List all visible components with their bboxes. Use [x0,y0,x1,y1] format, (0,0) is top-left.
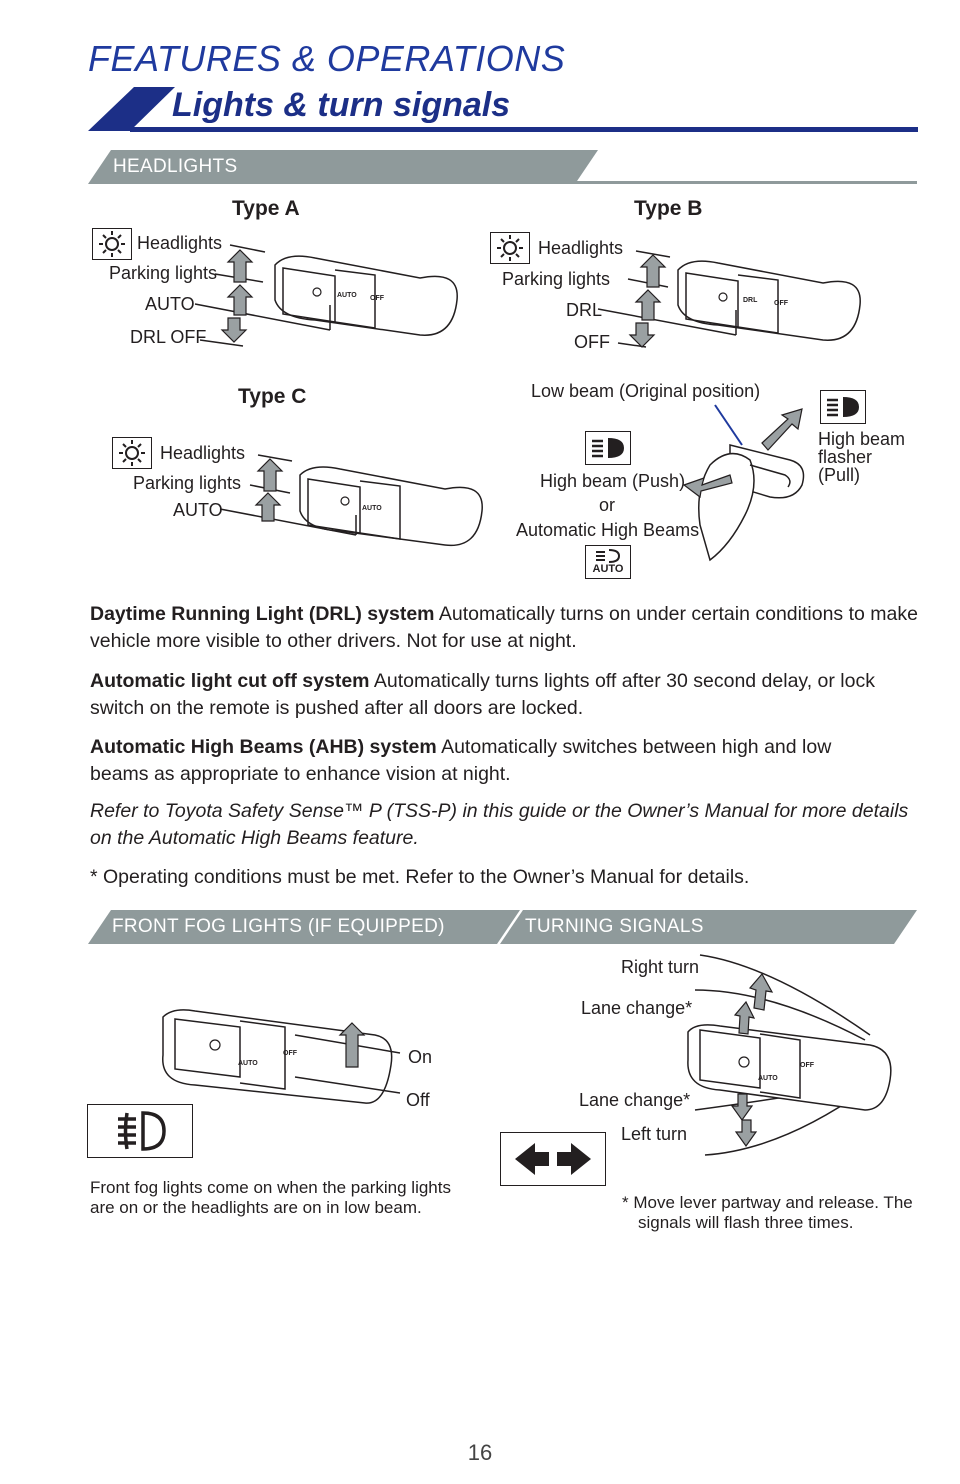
cutoff-description: Automatic light cut off system Automatic… [90,668,930,722]
type-b-headlights-label: Headlights [538,238,624,258]
type-a-headlights-label: Headlights [137,233,223,253]
fog-light-icon [87,1104,193,1158]
fog-off-label: Off [406,1090,430,1110]
cutoff-heading: Automatic light cut off system [90,670,370,692]
lane-change-up-label: Lane change* [581,998,693,1018]
section-title: FEATURES & OPERATIONS [88,38,566,79]
type-c-parking-label: Parking lights [133,473,242,493]
lane-change-down-label: Lane change* [579,1090,691,1110]
fog-lever-diagram [162,1009,401,1104]
headlights-band [88,150,917,184]
type-a-drl-off-label: DRL OFF [130,327,207,347]
type-c-lever-auto: AUTO [362,505,382,512]
auto-high-beam-icon: AUTO [585,545,631,579]
headlight-icon-a [92,228,132,260]
operating-note: * Operating conditions must be met. Refe… [90,866,750,888]
right-turn-label: Right turn [621,957,700,977]
page-number: 16 [467,1440,493,1465]
type-b-lever-diagram [597,250,861,348]
type-b-drl-label: DRL [566,300,603,320]
type-b-off-label: OFF [574,332,610,352]
turn-lever-diagram [687,954,892,1156]
high-beam-flasher-label: High beam flasher (Pull) [818,430,905,484]
type-b-lever-drl: DRL [743,297,758,304]
turn-note: * Move lever partway and release. The si… [622,1193,913,1232]
fog-note: Front fog lights come on when the parkin… [90,1178,451,1217]
headlight-icon-b [490,232,530,264]
ahb-description: Automatic High Beams (AHB) system Automa… [90,734,870,788]
fog-band-label: FRONT FOG LIGHTS (IF EQUIPPED) [112,916,445,937]
type-b-parking-label: Parking lights [502,269,611,289]
high-beam-icon-top [820,390,866,424]
left-turn-label: Left turn [621,1124,688,1144]
cutoff-text: Automatically turns lights off after 30 … [90,670,875,719]
high-beam-icon [585,431,631,465]
fog-lever-off: OFF [283,1050,297,1057]
turn-lever-off: OFF [800,1062,814,1069]
refer-note: Refer to Toyota Safety Sense™ P (TSS-P) … [90,800,909,849]
drl-heading: Daytime Running Light (DRL) system [90,603,435,625]
fog-lever-auto: AUTO [238,1060,258,1067]
turn-band-label: TURNING SIGNALS [525,916,704,937]
turn-lever-auto: AUTO [758,1075,778,1082]
or-label: or [599,495,616,515]
type-a-lever-diagram [194,244,458,347]
hand-on-lever-diagram [682,404,805,562]
headlight-icon-c [112,437,152,469]
type-a-parking-label: Parking lights [109,263,218,283]
drl-text: Automatically turns on under certain con… [90,603,918,652]
type-a-lever-auto: AUTO [337,292,357,299]
type-c-auto-label: AUTO [173,500,223,520]
flasher-line-3: (Pull) [818,465,861,485]
fog-turn-band [88,910,917,944]
ahb-label: Automatic High Beams* [516,520,707,540]
title-bar-graphic [88,87,918,132]
type-b-lever-off: OFF [774,300,788,307]
headlights-band-label: HEADLIGHTS [113,156,238,177]
type-a-title: Type A [232,197,300,220]
type-a-auto-label: AUTO [145,294,195,314]
fog-on-label: On [408,1047,433,1067]
auto-icon-text: AUTO [592,563,624,575]
ahb-text: Automatically switches between high and … [90,736,832,785]
high-beam-push-label: High beam (Push) [540,471,686,491]
drl-description: Daytime Running Light (DRL) system Autom… [90,601,930,655]
page-title: Lights & turn signals [172,86,511,124]
type-c-lever-diagram [219,454,483,547]
turn-signal-icon [500,1132,606,1186]
ahb-heading: Automatic High Beams (AHB) system [90,736,437,758]
type-c-title: Type C [238,385,307,408]
type-a-lever-off: OFF [370,295,384,302]
flasher-line-1: High beam [818,429,906,449]
type-b-title: Type B [634,197,703,220]
flasher-line-2: flasher [818,447,873,467]
type-c-headlights-label: Headlights [160,443,246,463]
low-beam-label: Low beam (Original position) [531,381,761,401]
